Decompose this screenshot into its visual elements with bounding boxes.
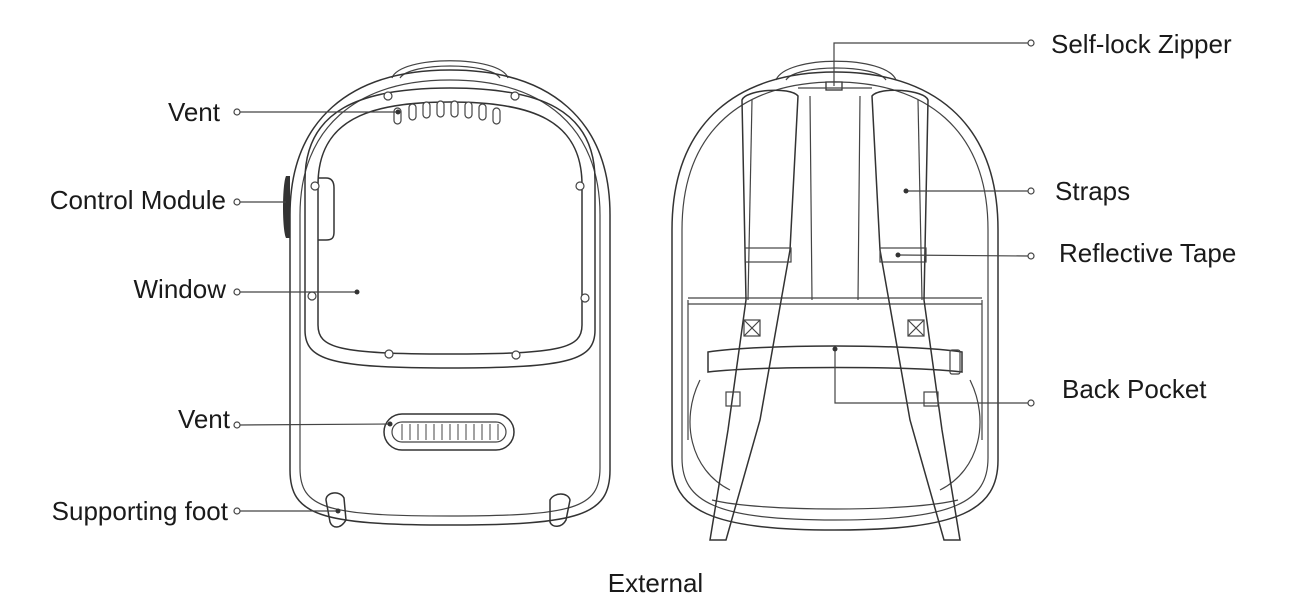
back-body-outline: [671, 71, 999, 531]
left-strap: [709, 89, 799, 541]
label-self-lock-zipper: Self-lock Zipper: [1051, 29, 1232, 59]
leader-back-pocket: [834, 349, 1028, 404]
bottom-vent-frame: [383, 413, 515, 451]
diagram-caption: External: [607, 568, 704, 598]
leader-lines: [233, 39, 1035, 515]
back-view: [671, 60, 999, 541]
label-reflective-tape: Reflective Tape: [1059, 238, 1237, 268]
label-back-pocket: Back Pocket: [1062, 374, 1207, 404]
window-frame-inner: [317, 101, 583, 355]
label-straps: Straps: [1055, 176, 1131, 206]
label-vent-bottom: Vent: [177, 404, 230, 434]
leader-vent-bottom: [239, 423, 391, 426]
window-screws: [307, 91, 590, 360]
front-view: [283, 60, 611, 528]
label-window: Window: [133, 274, 226, 304]
control-module-buttons: [283, 176, 290, 238]
front-handle: [391, 60, 509, 79]
front-body-outline: [289, 69, 611, 526]
window-frame-outer: [304, 87, 596, 369]
right-foot: [549, 493, 571, 527]
label-vent-top: Vent: [167, 97, 220, 127]
leader-reflective-tape: [897, 254, 1029, 257]
label-supporting-foot: Supporting foot: [51, 496, 228, 526]
right-strap: [871, 89, 961, 541]
back-handle: [775, 60, 897, 81]
top-vent-slots: [393, 100, 501, 125]
leader-self-lock-zipper: [833, 42, 1028, 86]
bottom-vent-slots: [401, 424, 499, 440]
back-pocket-top: [707, 345, 963, 373]
label-control-module: Control Module: [49, 185, 226, 215]
left-foot: [325, 492, 347, 528]
